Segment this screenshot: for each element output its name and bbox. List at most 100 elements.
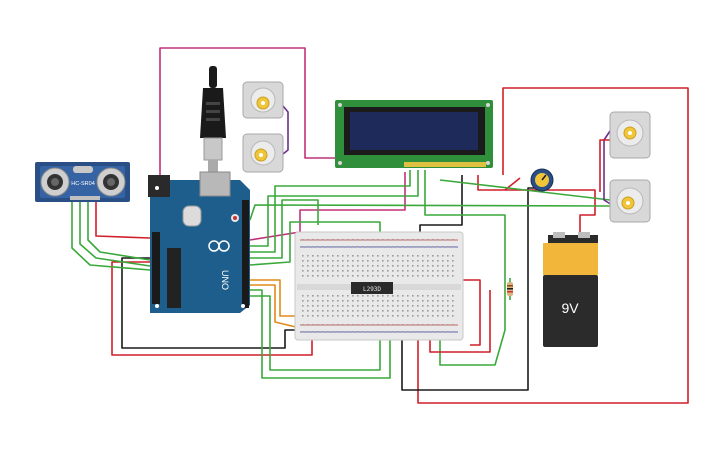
breadboard-hole xyxy=(402,270,404,272)
breadboard-hole xyxy=(327,255,329,257)
breadboard-hole xyxy=(397,295,399,297)
breadboard-hole xyxy=(327,310,329,312)
breadboard-hole xyxy=(397,239,399,241)
breadboard-hole xyxy=(382,310,384,312)
breadboard-hole xyxy=(342,331,344,333)
breadboard-hole xyxy=(337,295,339,297)
potentiometer[interactable] xyxy=(530,168,554,192)
breadboard-hole xyxy=(387,295,389,297)
motor-top-2[interactable] xyxy=(242,133,284,173)
breadboard-hole xyxy=(367,295,369,297)
breadboard-hole xyxy=(352,310,354,312)
breadboard-hole xyxy=(452,315,454,317)
breadboard-hole xyxy=(367,270,369,272)
breadboard-hole xyxy=(382,255,384,257)
breadboard-hole xyxy=(432,300,434,302)
breadboard-hole xyxy=(302,265,304,267)
breadboard-hole xyxy=(387,260,389,262)
wire-green-sensor-1 xyxy=(71,200,151,271)
wire-red-sensor xyxy=(95,200,151,239)
breadboard-hole xyxy=(382,315,384,317)
breadboard-hole xyxy=(322,300,324,302)
wire-green-2 xyxy=(250,170,411,253)
breadboard-hole xyxy=(442,315,444,317)
breadboard-hole xyxy=(387,310,389,312)
battery-9v[interactable]: 9V xyxy=(543,232,598,347)
breadboard-hole xyxy=(327,300,329,302)
breadboard-hole xyxy=(337,239,339,241)
breadboard-hole xyxy=(402,260,404,262)
breadboard-hole xyxy=(312,255,314,257)
breadboard-hole xyxy=(317,300,319,302)
l293d-chip[interactable]: L293D xyxy=(351,282,393,294)
breadboard-hole xyxy=(347,270,349,272)
breadboard-hole xyxy=(322,310,324,312)
breadboard-hole xyxy=(432,255,434,257)
breadboard-hole xyxy=(327,260,329,262)
breadboard-hole xyxy=(427,305,429,307)
breadboard-hole xyxy=(342,315,344,317)
breadboard-hole xyxy=(397,260,399,262)
motor-right-2[interactable] xyxy=(609,179,651,223)
arduino-logo xyxy=(208,240,230,252)
battery-label: 9V xyxy=(561,300,579,316)
resistor[interactable] xyxy=(507,282,513,296)
breadboard-hole xyxy=(372,239,374,241)
breadboard-hole xyxy=(372,295,374,297)
wire-magenta-2 xyxy=(249,172,406,241)
breadboard-hole xyxy=(452,275,454,277)
arduino-uno[interactable]: UNO xyxy=(148,171,250,313)
breadboard-hole xyxy=(337,310,339,312)
breadboard-hole xyxy=(412,246,414,248)
breadboard-hole xyxy=(447,295,449,297)
breadboard-hole xyxy=(342,270,344,272)
breadboard-hole xyxy=(302,260,304,262)
ultrasonic-sensor[interactable]: HC-SR04 xyxy=(35,162,130,202)
breadboard-hole xyxy=(392,331,394,333)
breadboard-hole xyxy=(407,315,409,317)
breadboard-hole xyxy=(332,310,334,312)
breadboard-hole xyxy=(422,310,424,312)
breadboard-hole xyxy=(407,305,409,307)
breadboard-hole xyxy=(387,275,389,277)
breadboard-hole xyxy=(387,300,389,302)
breadboard-hole xyxy=(397,331,399,333)
breadboard-hole xyxy=(302,295,304,297)
breadboard-hole xyxy=(382,331,384,333)
breadboard-hole xyxy=(402,305,404,307)
breadboard-hole xyxy=(397,270,399,272)
breadboard-hole xyxy=(337,300,339,302)
breadboard-hole xyxy=(437,300,439,302)
breadboard-hole xyxy=(412,260,414,262)
breadboard-hole xyxy=(367,331,369,333)
breadboard-hole xyxy=(437,260,439,262)
breadboard-hole xyxy=(302,331,304,333)
breadboard-hole xyxy=(302,310,304,312)
breadboard-hole xyxy=(317,315,319,317)
breadboard-hole xyxy=(357,305,359,307)
breadboard-hole xyxy=(362,260,364,262)
breadboard-hole xyxy=(377,270,379,272)
breadboard-hole xyxy=(407,324,409,326)
breadboard-hole xyxy=(342,300,344,302)
breadboard-hole xyxy=(312,331,314,333)
motor-top-1[interactable] xyxy=(242,81,284,119)
breadboard-hole xyxy=(317,265,319,267)
breadboard-hole xyxy=(447,260,449,262)
breadboard-hole xyxy=(302,315,304,317)
breadboard-hole xyxy=(412,315,414,317)
lcd-display[interactable] xyxy=(335,100,493,168)
wire-green-motor xyxy=(439,179,611,201)
breadboard-hole xyxy=(387,246,389,248)
breadboard-hole xyxy=(427,265,429,267)
motor-right-1[interactable] xyxy=(609,111,651,159)
breadboard-hole xyxy=(407,255,409,257)
breadboard-hole xyxy=(452,255,454,257)
breadboard-hole xyxy=(417,260,419,262)
breadboard-hole xyxy=(442,300,444,302)
breadboard-hole xyxy=(387,270,389,272)
breadboard-hole xyxy=(392,324,394,326)
breadboard-hole xyxy=(432,270,434,272)
breadboard-hole xyxy=(417,295,419,297)
